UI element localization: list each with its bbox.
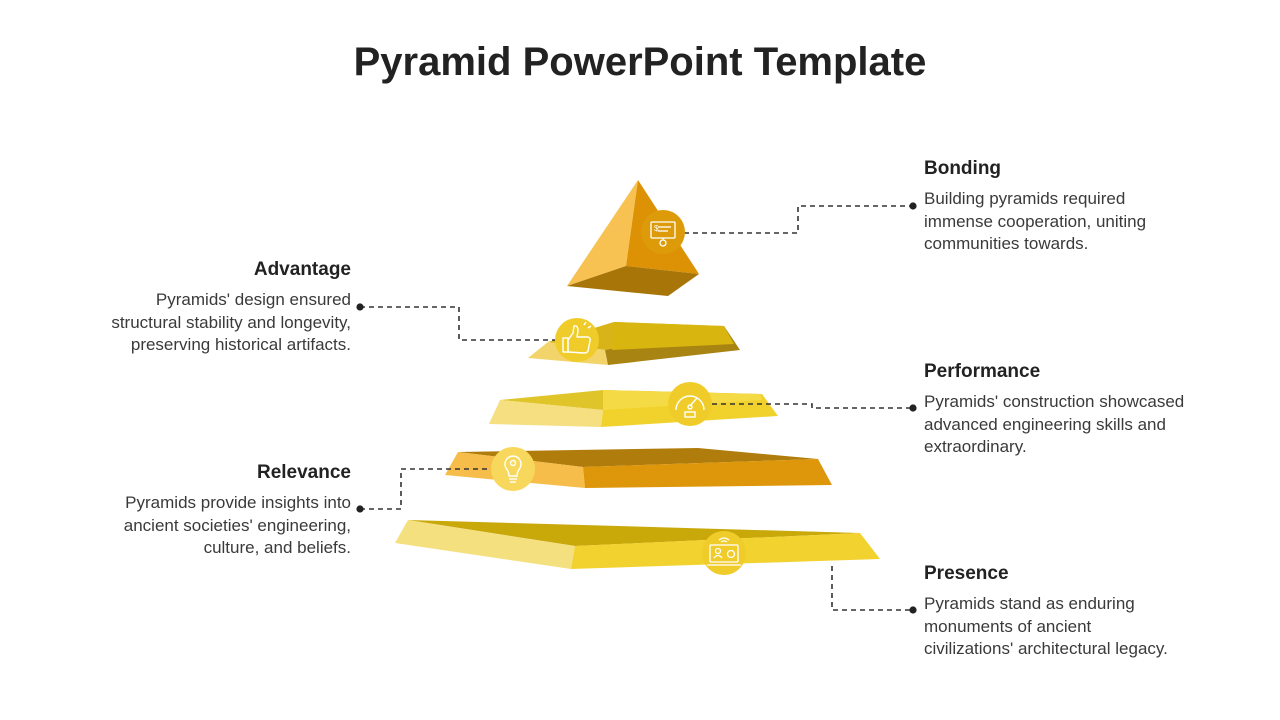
page-title: Pyramid PowerPoint Template [353,40,927,84]
advantage-heading: Advantage [253,259,351,280]
speedometer-icon [668,382,712,426]
presence-heading: Presence [924,563,1009,584]
connector-bonding [684,202,917,234]
presentation-board-icon: $ [641,210,685,254]
connector-presence [831,566,917,614]
pyramid-tier-4 [445,448,832,488]
performance-heading: Performance [924,361,1041,382]
remote-work-icon [702,531,746,575]
bonding-heading: Bonding [924,158,1002,179]
pyramid-tier-5 [395,520,880,569]
relevance-block: Relevance Pyramids provide insights into… [124,462,351,560]
thumbs-up-icon [555,318,599,362]
performance-block: Performance Pyramids' construction showc… [924,361,1184,459]
svg-text:$: $ [654,224,659,233]
connector-relevance [356,468,492,513]
connector-performance [712,403,917,412]
pyramid-tier-1 [567,180,699,296]
lightbulb-icon [491,447,535,491]
connector-advantage [356,303,555,341]
relevance-heading: Relevance [256,462,351,483]
pyramid-tier-3 [489,390,778,427]
